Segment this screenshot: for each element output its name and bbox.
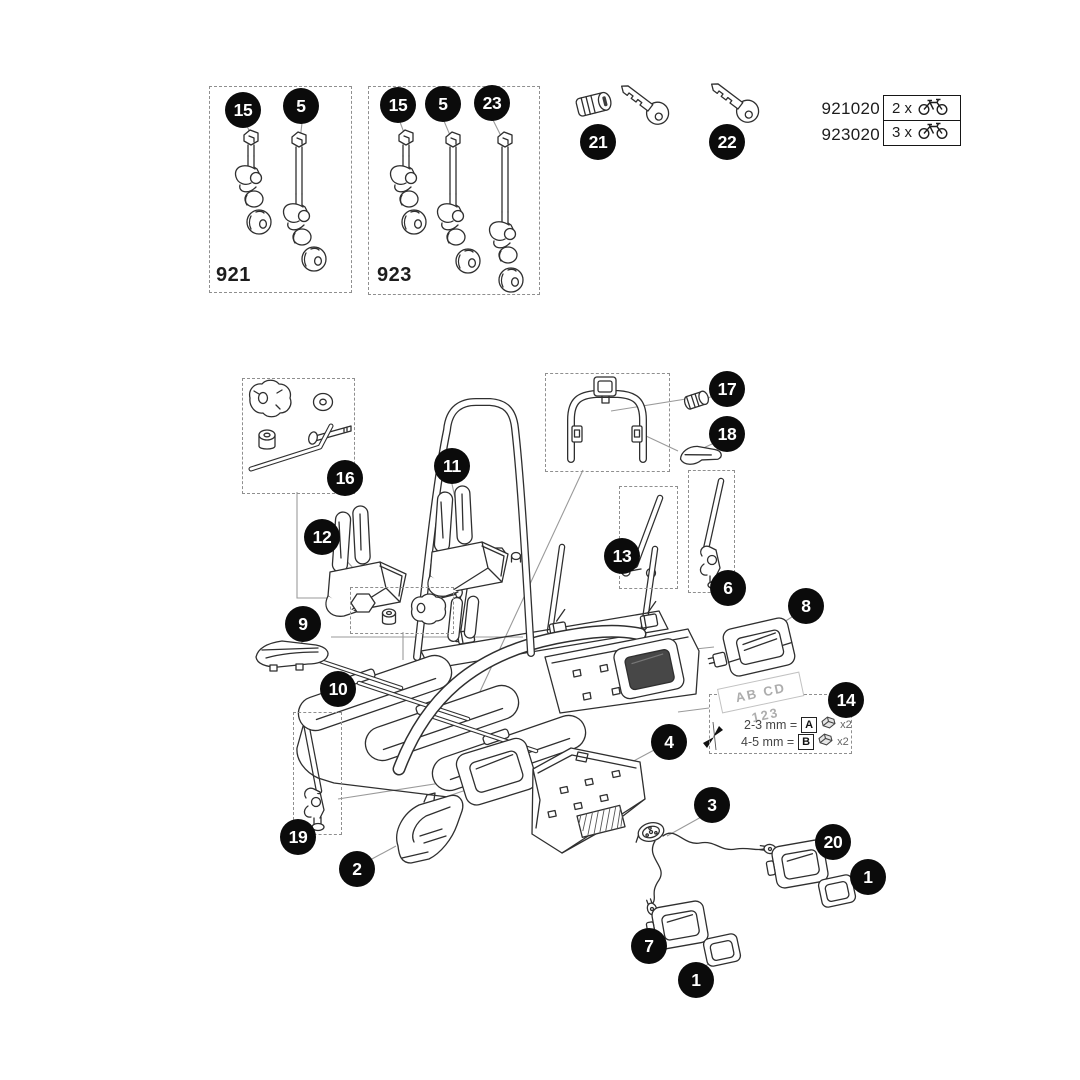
callout-13: 13 <box>604 538 640 574</box>
group-box-13 <box>619 486 678 589</box>
callout-1: 1 <box>678 962 714 998</box>
sku-923020: 923020 <box>821 125 880 144</box>
callout-3: 3 <box>694 787 730 823</box>
part-8-lamp <box>707 617 796 677</box>
plate-range-label: 2-3 mm = <box>744 717 798 732</box>
plate-count-b: x2 <box>837 735 849 748</box>
kit-quantity-table: 2 x 3 x <box>883 95 961 146</box>
callout-2: 2 <box>339 851 375 887</box>
callout-10: 10 <box>320 671 356 707</box>
kit-16-hardware <box>248 379 352 472</box>
callout-15: 15 <box>225 92 261 128</box>
plate-range-label: 4-5 mm = <box>741 734 795 749</box>
callout-6: 6 <box>710 570 746 606</box>
part-11-frame <box>413 398 535 661</box>
callout-8: 8 <box>788 588 824 624</box>
callout-21: 21 <box>580 124 616 160</box>
part-17-barrel <box>683 390 710 410</box>
plate-clip-icon <box>821 716 836 734</box>
plate-row-a: 2-3 mm = A x2 <box>744 716 852 734</box>
part-1-lens-bottom <box>701 932 743 968</box>
group-box-921 <box>209 86 352 293</box>
group-box-16 <box>242 378 355 494</box>
callout-17: 17 <box>709 371 745 407</box>
kit-qty-label: 2 x <box>892 99 913 117</box>
bike-icon <box>917 96 949 121</box>
callout-23: 23 <box>474 85 510 121</box>
part-21-lock-cylinder <box>575 91 612 117</box>
kit-hardware-inline <box>350 593 447 625</box>
callout-15: 15 <box>380 87 416 123</box>
callout-5: 5 <box>425 86 461 122</box>
callout-11: 11 <box>434 448 470 484</box>
part-4-plate-holder <box>531 747 646 854</box>
callout-9: 9 <box>285 606 321 642</box>
box-923-label: 923 <box>377 264 412 286</box>
callout-4: 4 <box>651 724 687 760</box>
part-18-clip <box>679 445 722 465</box>
group-box-hardware <box>350 587 454 634</box>
group-box-923 <box>368 86 540 295</box>
callout-20: 20 <box>815 824 851 860</box>
part-9-cover <box>255 640 329 672</box>
callout-16: 16 <box>327 460 363 496</box>
plate-thickness-arrows <box>703 721 723 751</box>
bike-icon <box>917 120 949 145</box>
plate-letter-a: A <box>801 716 818 733</box>
kit-row-3-bikes: 3 x <box>883 119 961 146</box>
kit-qty-label: 3 x <box>892 124 913 141</box>
part-handle-assembly <box>567 376 647 463</box>
callout-12: 12 <box>304 519 340 555</box>
plate-clip-icon <box>818 733 833 751</box>
plate-row-b: 4-5 mm = B x2 <box>741 733 849 751</box>
part-22-key <box>710 83 760 123</box>
part-19-rod-clamp <box>302 719 325 832</box>
plate-letter-b: B <box>798 733 815 750</box>
plate-count-a: x2 <box>840 718 852 731</box>
callout-22: 22 <box>709 124 745 160</box>
group-box-handle <box>545 373 670 472</box>
callout-19: 19 <box>280 819 316 855</box>
callout-18: 18 <box>709 416 745 452</box>
callout-1: 1 <box>850 859 886 895</box>
group-box-19 <box>293 712 342 835</box>
box-921-label: 921 <box>216 264 251 286</box>
part-6-rod-clamp <box>699 477 725 590</box>
sku-921020: 921020 <box>821 99 880 118</box>
part-2-foot <box>396 792 464 864</box>
callout-14: 14 <box>828 682 864 718</box>
kit-row-2-bikes: 2 x <box>883 95 961 121</box>
part-3-harness <box>635 822 778 917</box>
part-21-key <box>620 85 670 125</box>
callout-7: 7 <box>631 928 667 964</box>
callout-5: 5 <box>283 88 319 124</box>
